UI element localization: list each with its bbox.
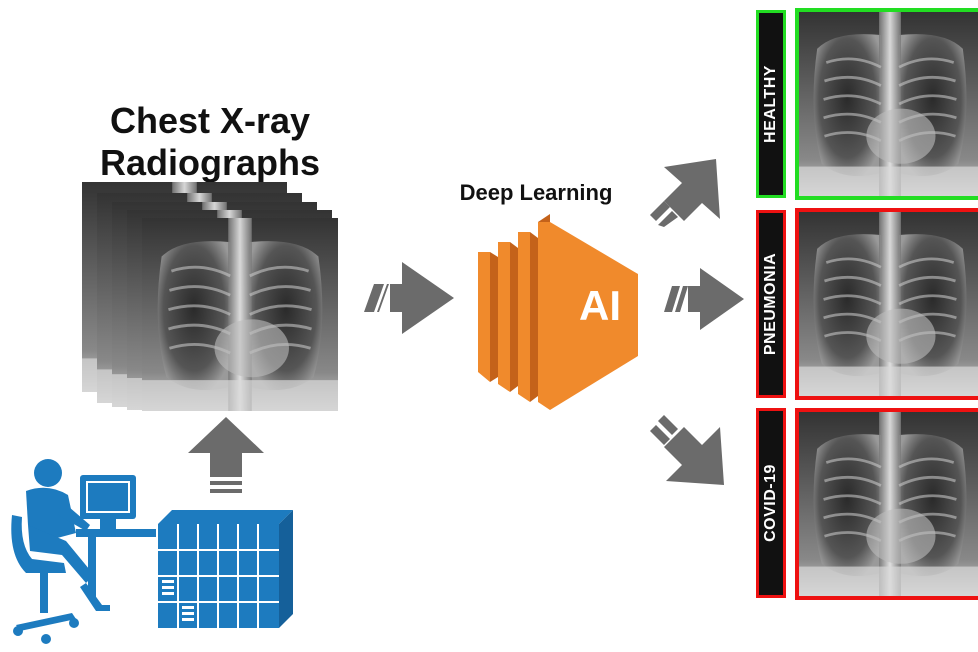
label-covid-text: COVID-19	[762, 464, 780, 542]
label-healthy-text: HEALTHY	[762, 65, 779, 143]
xray-stack-front	[142, 218, 338, 411]
model-label: Deep Learning	[459, 180, 613, 205]
server-rack-icon	[158, 510, 293, 628]
title-line-1: Chest X-ray	[109, 100, 311, 141]
title-line-2: Radiographs	[99, 142, 321, 183]
arrow-up-icon	[188, 417, 264, 493]
xray-pneumonia	[795, 208, 978, 400]
xray-covid	[795, 408, 978, 600]
xray-healthy	[795, 8, 978, 200]
arrow-right-icon	[364, 262, 454, 334]
radiologist-workstation-icon	[11, 459, 156, 644]
arrow-down-right-icon	[650, 415, 724, 485]
ai-model-icon	[478, 214, 638, 410]
arrow-up-right-icon	[650, 159, 720, 227]
label-pneumonia: PNEUMONIA	[756, 210, 786, 398]
label-covid: COVID-19	[756, 408, 786, 598]
label-pneumonia-text: PNEUMONIA	[762, 252, 779, 356]
ai-text: AI	[579, 282, 621, 329]
input-title: Chest X-ray Radiographs	[60, 100, 360, 184]
arrow-right-icon-2	[664, 268, 744, 330]
label-healthy: HEALTHY	[756, 10, 786, 198]
